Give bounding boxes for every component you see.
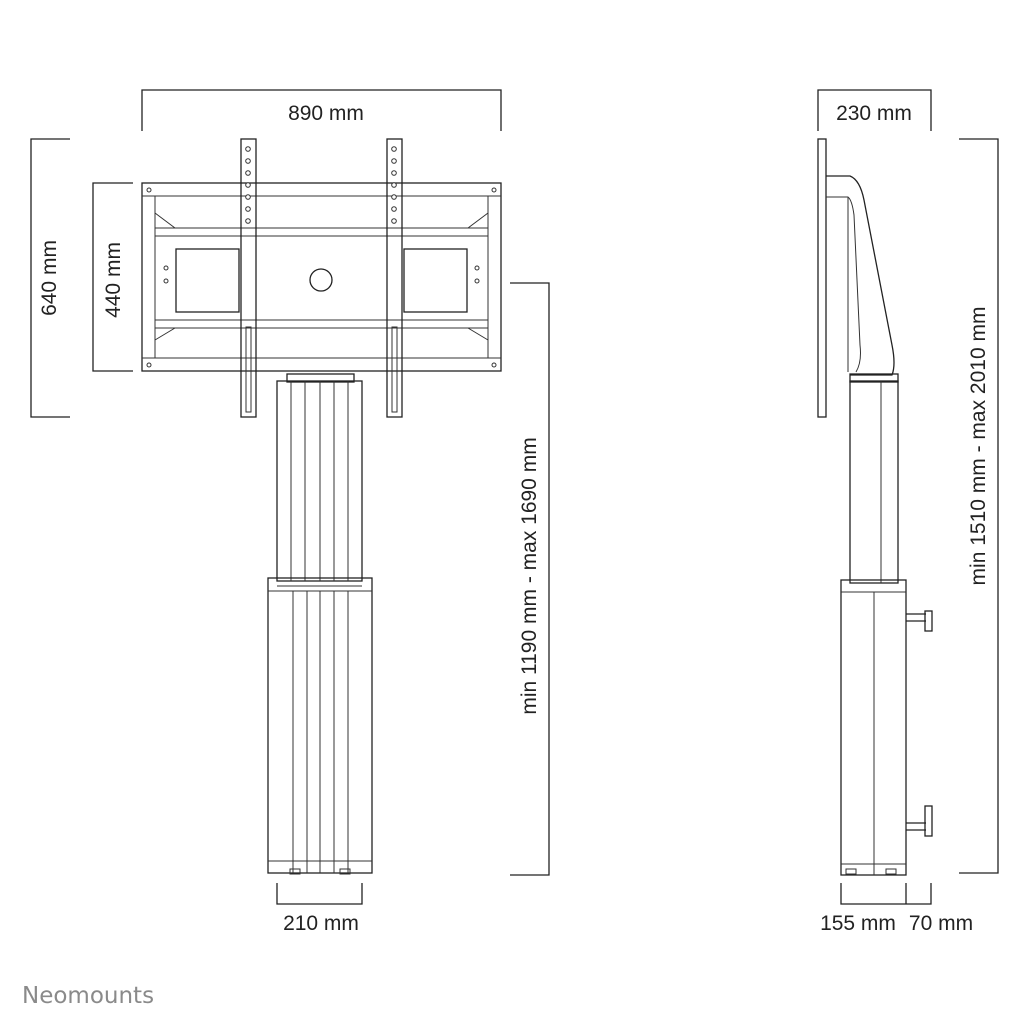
vesa-arm-left (240, 138, 257, 418)
dim-front-height-range-label: min 1190 mm - max 1690 mm (518, 437, 541, 714)
column-lower (267, 577, 373, 875)
dim-front-height-outer: 640 mm (30, 138, 70, 418)
vesa-arm-right (386, 138, 403, 418)
side-column-lower (840, 579, 933, 876)
side-bracket (817, 138, 895, 418)
side-column-upper (849, 373, 899, 584)
dim-column-width: 210 mm (276, 883, 363, 935)
dim-base-offset-label: 70 mm (909, 912, 973, 935)
dim-column-width-label: 210 mm (283, 912, 359, 935)
dim-side-height-range: min 1510 mm - max 2010 mm (959, 138, 999, 874)
side-view: 230 mm (817, 89, 999, 935)
dim-front-width-label: 890 mm (288, 102, 364, 125)
dim-side-depth: 230 mm (817, 89, 932, 131)
dim-side-depth-label: 230 mm (836, 102, 912, 125)
mounting-frame (141, 182, 502, 372)
dim-front-height-inner: 440 mm (92, 182, 133, 372)
brand-logo: Neomounts (22, 983, 154, 1009)
dim-base-depth-label: 155 mm (820, 912, 896, 935)
dim-base: 155 mm 70 mm (820, 883, 973, 935)
dim-front-height-outer-label: 640 mm (38, 240, 61, 316)
dim-front-width: 890 mm (141, 89, 502, 131)
column-upper (276, 373, 363, 587)
dim-side-height-range-label: min 1510 mm - max 2010 mm (967, 307, 990, 586)
front-view: 890 mm 640 mm 440 mm (30, 89, 550, 935)
dim-front-height-range: min 1190 mm - max 1690 mm (510, 282, 550, 876)
dim-front-height-inner-label: 440 mm (102, 242, 125, 318)
